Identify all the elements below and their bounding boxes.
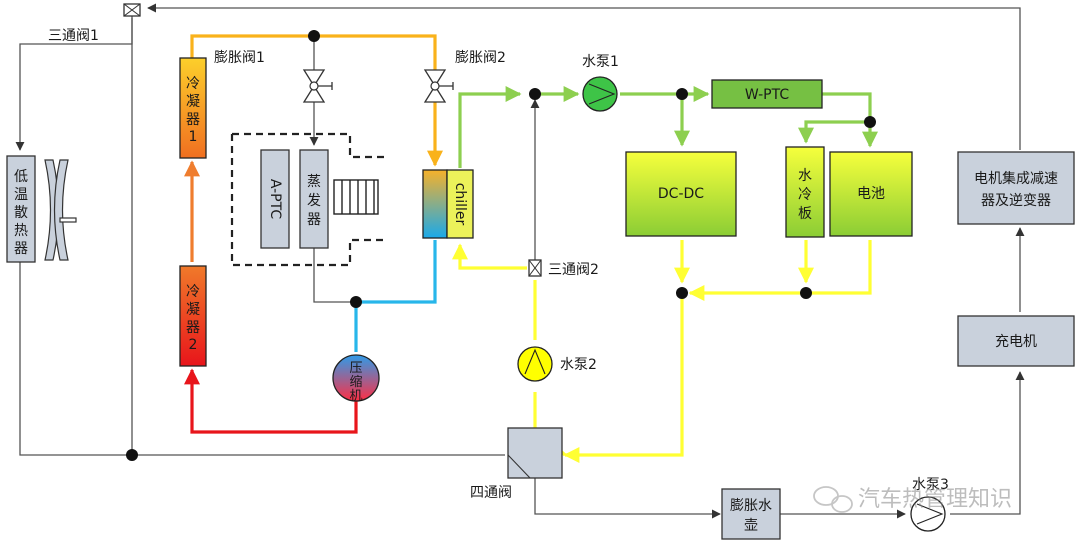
coolant-return-lines	[15, 3, 1025, 519]
refrigerant-blue-line	[354, 240, 437, 352]
svg-text:器: 器	[14, 241, 28, 257]
svg-text:器: 器	[307, 212, 321, 228]
chiller: chiller	[422, 169, 474, 239]
svg-text:2: 2	[189, 337, 198, 353]
junction-dots	[126, 30, 876, 461]
hvac-housing	[230, 132, 386, 267]
expansion-valve-1-label: 膨胀阀1	[214, 49, 265, 66]
expansion-valve-1-icon	[302, 69, 333, 103]
svg-text:水: 水	[798, 168, 812, 184]
three-way-valve-1-label: 三通阀1	[48, 28, 99, 44]
svg-text:低: 低	[14, 169, 28, 185]
svg-text:器: 器	[186, 320, 200, 336]
low-temp-radiator: 低 温 散 热 器	[6, 155, 36, 263]
water-pump-1	[582, 76, 618, 112]
four-way-valve	[507, 427, 563, 479]
four-way-valve-label: 四通阀	[470, 485, 512, 501]
dc-dc-converter: DC-DC	[625, 151, 737, 237]
a-ptc-heater: A-PTC	[260, 149, 290, 249]
svg-text:冷: 冷	[186, 76, 200, 92]
svg-text:冷: 冷	[186, 284, 200, 300]
svg-text:机: 机	[349, 389, 362, 404]
charger: 充电机	[957, 315, 1075, 367]
water-pump-2	[517, 346, 553, 382]
svg-text:器: 器	[186, 112, 200, 128]
watermark: 汽车热管理知识	[813, 486, 1012, 513]
svg-text:散: 散	[14, 205, 28, 221]
expansion-valve-2-icon	[423, 69, 454, 103]
water-pump-3	[910, 496, 946, 532]
svg-text:充电机: 充电机	[995, 334, 1037, 350]
battery: 电池	[829, 151, 913, 237]
compressor: 压 缩 机	[332, 354, 380, 404]
evaporator: 蒸 发 器	[299, 149, 329, 249]
svg-text:凝: 凝	[186, 94, 200, 110]
svg-text:冷: 冷	[798, 187, 812, 203]
svg-text:chiller: chiller	[452, 183, 468, 226]
svg-text:壶: 壶	[744, 518, 758, 534]
coolant-green-lines	[458, 86, 878, 168]
svg-text:缩: 缩	[349, 374, 362, 390]
three-way-valve-2-label: 三通阀2	[548, 262, 599, 278]
motor-reducer-inverter: 电机集成减速 器及逆变器	[957, 151, 1075, 225]
svg-text:汽车热管理知识: 汽车热管理知识	[858, 487, 1012, 512]
w-ptc-heater: W-PTC	[711, 79, 823, 109]
three-way-valve-1: 三通阀1	[48, 3, 141, 44]
svg-text:膨胀水: 膨胀水	[730, 497, 772, 514]
svg-text:发: 发	[307, 193, 321, 209]
three-way-valve-2	[528, 259, 542, 277]
svg-text:蒸: 蒸	[307, 174, 321, 190]
svg-text:板: 板	[798, 206, 812, 222]
svg-text:电机集成减速: 电机集成减速	[974, 170, 1058, 187]
expansion-tank: 膨胀水 壶	[721, 488, 781, 540]
expansion-valve-2-label: 膨胀阀2	[455, 49, 506, 66]
svg-text:A-PTC: A-PTC	[267, 179, 283, 219]
svg-text:温: 温	[14, 187, 28, 203]
condenser-1: 冷 凝 器 1	[179, 57, 207, 159]
svg-text:1: 1	[189, 129, 198, 145]
svg-text:凝: 凝	[186, 302, 200, 318]
svg-text:W-PTC: W-PTC	[745, 87, 790, 103]
water-pump-3-label: 水泵3	[912, 477, 949, 493]
water-pump-2-label: 水泵2	[560, 357, 597, 373]
svg-text:热: 热	[14, 223, 28, 239]
svg-text:压: 压	[349, 361, 362, 376]
blower-vent-icon	[333, 179, 379, 215]
wechat-icon	[813, 486, 853, 513]
svg-text:电池: 电池	[857, 186, 885, 202]
svg-text:DC-DC: DC-DC	[658, 186, 704, 202]
svg-text:器及逆变器: 器及逆变器	[981, 193, 1051, 209]
water-cold-plate: 水 冷 板	[785, 146, 825, 238]
condenser-2: 冷 凝 器 2	[179, 265, 207, 367]
coolant-yellow-lines	[452, 240, 872, 463]
water-pump-1-label: 水泵1	[582, 54, 619, 70]
refrigerant-red-line	[184, 368, 358, 434]
radiator-fan-icon	[44, 159, 77, 261]
